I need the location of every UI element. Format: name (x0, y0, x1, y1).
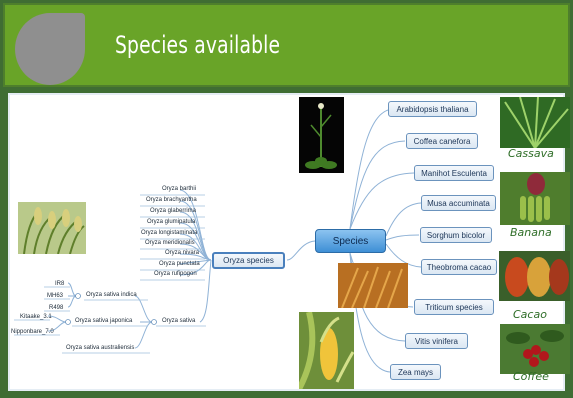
maize-photo (299, 312, 354, 389)
oryza-item[interactable]: Oryza longistaminata (141, 230, 198, 236)
coffee-photo (500, 324, 570, 374)
oryza-item[interactable]: Oryza meridionalis (145, 240, 195, 246)
node-triticum[interactable]: Triticum species (414, 299, 494, 315)
indica-item[interactable]: IR8 (55, 281, 65, 287)
leaf-logo-icon (15, 13, 85, 85)
oryza-item[interactable]: Oryza brachyantha (146, 197, 197, 203)
node-zea[interactable]: Zea mays (390, 364, 441, 380)
oryza-item[interactable]: Oryza glumipatula (147, 219, 196, 225)
node-oryza-species[interactable]: Oryza species (212, 252, 285, 269)
node-theobroma[interactable]: Theobroma cacao (421, 259, 497, 275)
japonica-item[interactable]: Nipponbare_7.0 (11, 329, 54, 335)
indica-item[interactable]: MH63 (47, 293, 64, 299)
page-title: Species available (115, 31, 281, 59)
node-sorghum[interactable]: Sorghum bicolor (420, 227, 492, 243)
indica-item[interactable]: R498 (49, 305, 64, 311)
header-banner: Species available (3, 3, 570, 87)
oryza-item[interactable]: Oryza punctata (159, 261, 200, 267)
coffee-caption: Coffee (513, 370, 549, 383)
node-coffea[interactable]: Coffea canefora (406, 133, 478, 149)
banana-photo (500, 172, 570, 225)
node-musa[interactable]: Musa accuminata (421, 195, 496, 211)
species-center-node[interactable]: Species (315, 229, 386, 253)
cacao-caption: Cacao (513, 308, 547, 321)
wheat-photo (338, 263, 408, 308)
arabidopsis-photo (299, 97, 344, 173)
node-arabidopsis[interactable]: Arabidopsis thaliana (388, 101, 477, 117)
oryza-item[interactable]: Oryza glaberrima (150, 208, 197, 214)
sativa-indica-node[interactable]: Oryza sativa indica (86, 292, 137, 298)
japonica-item[interactable]: Kitaake_3.1 (20, 314, 52, 320)
oryza-item[interactable]: Oryza nivara (165, 250, 200, 256)
cassava-photo (500, 97, 570, 148)
oryza-item[interactable]: Oryza barthii (162, 186, 197, 192)
node-manihot[interactable]: Manihot Esculenta (414, 165, 494, 181)
oryza-item[interactable]: Oryza rufipogon (154, 271, 197, 277)
banana-caption: Banana (510, 226, 552, 239)
sativa-japonica-node[interactable]: Oryza sativa japonica (75, 318, 133, 324)
cassava-caption: Cassava (508, 147, 554, 160)
rice-photo (18, 202, 86, 254)
cacao-photo (499, 251, 570, 301)
node-vitis[interactable]: Vitis vinifera (405, 333, 468, 349)
sativa-australiensis-node[interactable]: Oryza sativa australiensis (66, 345, 135, 351)
oryza-sativa-node[interactable]: Oryza sativa (162, 318, 196, 324)
